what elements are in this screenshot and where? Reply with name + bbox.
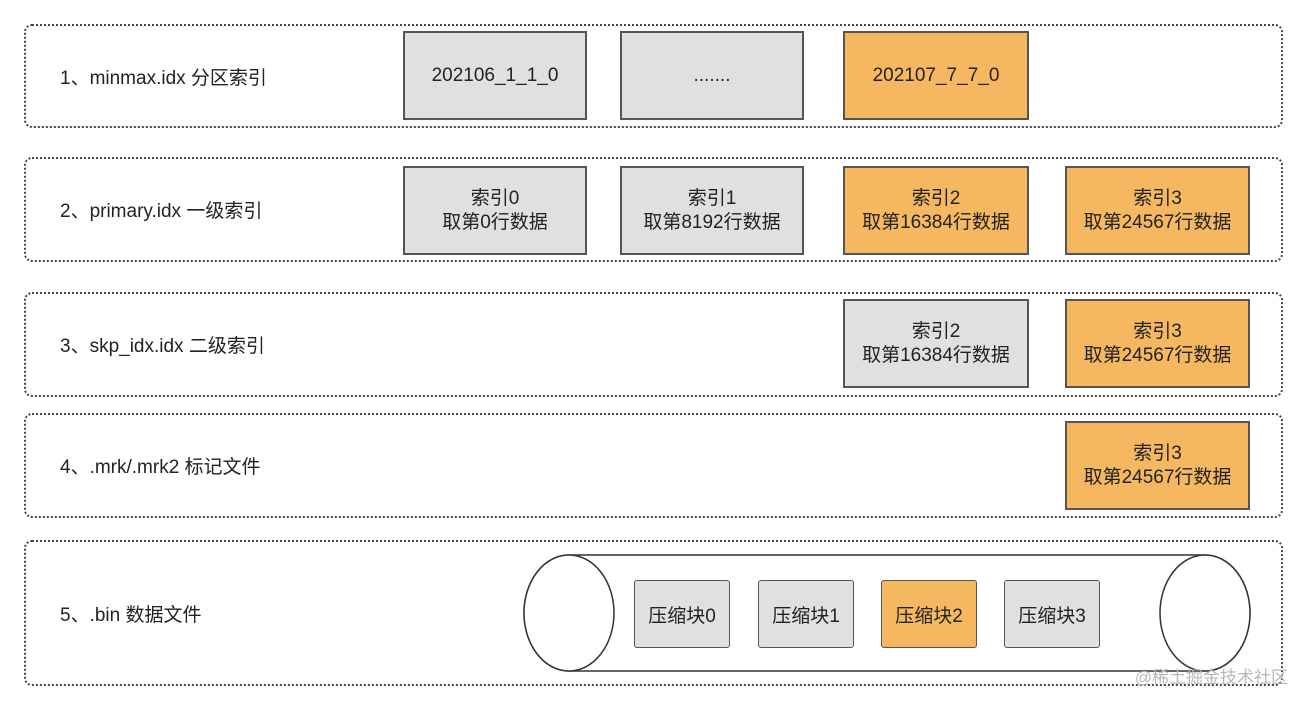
compressed-block: 压缩块1: [758, 580, 854, 648]
primary-index-box-highlighted: 索引2 取第16384行数据: [843, 166, 1029, 255]
skip-index-box-highlighted: 索引3 取第24567行数据: [1065, 299, 1250, 388]
primary-index-box: 索引1 取第8192行数据: [620, 166, 804, 255]
row-skp-idx: 3、skp_idx.idx 二级索引: [24, 292, 1283, 397]
row-label: 5、.bin 数据文件: [60, 604, 202, 626]
compressed-block: 压缩块3: [1004, 580, 1100, 648]
row-bin: 5、.bin 数据文件: [24, 540, 1283, 686]
primary-index-box: 索引0 取第0行数据: [403, 166, 587, 255]
partition-box-highlighted: 202107_7_7_0: [843, 31, 1029, 120]
row-primary-idx: 2、primary.idx 一级索引: [24, 157, 1283, 262]
mark-file-box-highlighted: 索引3 取第24567行数据: [1065, 421, 1250, 510]
skip-index-box: 索引2 取第16384行数据: [843, 299, 1029, 388]
partition-box: 202106_1_1_0: [403, 31, 587, 120]
row-label: 3、skp_idx.idx 二级索引: [60, 336, 265, 357]
watermark: @稀土掘金技术社区: [1134, 668, 1288, 687]
row-label: 4、.mrk/.mrk2 标记文件: [60, 457, 261, 478]
partition-box: .......: [620, 31, 804, 120]
compressed-block-highlighted: 压缩块2: [881, 580, 977, 648]
row-mrk: 4、.mrk/.mrk2 标记文件: [24, 413, 1283, 518]
row-label: 1、minmax.idx 分区索引: [60, 67, 267, 89]
primary-index-box-highlighted: 索引3 取第24567行数据: [1065, 166, 1250, 255]
compressed-block: 压缩块0: [634, 580, 730, 648]
row-label: 2、primary.idx 一级索引: [60, 201, 263, 222]
row-minmax-idx: 1、minmax.idx 分区索引: [24, 24, 1283, 128]
